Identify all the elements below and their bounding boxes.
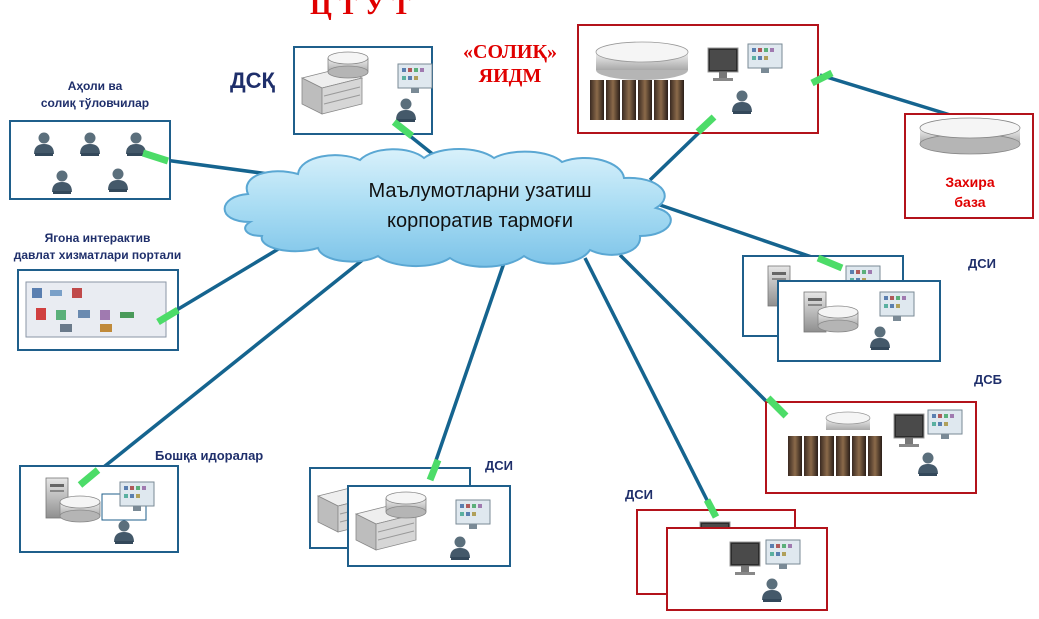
top-title-fragment: Ц Т У Т [310,0,411,21]
portal-label: Ягона интерактив давлат хизматлари порта… [0,230,195,264]
connector-dsi-bottom [703,498,720,519]
population-label-line2: солиқ тўловчилар [40,96,150,110]
connector-dsb [765,395,789,419]
portal-label-line2: давлат хизматлари портали [13,248,182,262]
other-orgs-label: Бошқа идоралар [155,448,264,463]
connector-dsk [391,119,415,139]
link-dsi-bottom [583,257,714,511]
dsk-node [293,46,433,135]
backup-label-line2: база [954,194,986,210]
connectors [77,69,844,519]
soliq-label-line1: «СОЛИҚ» [463,41,557,63]
network-cloud [223,148,672,268]
backup-label: Захира база [920,172,1020,212]
dsb-node [765,401,977,494]
connector-population [141,149,170,165]
backup-label-line1: Захира [945,174,995,190]
dsi-right-node [742,255,941,362]
dsi-bottom-node [636,509,828,611]
link-dsb [618,253,777,412]
dsk-label: ДСҚ [230,68,275,93]
connector-dsi-right [816,254,844,272]
soliq-label: «СОЛИҚ» ЯИДМ [450,40,570,88]
population-label-line1: Аҳоли ва [67,79,123,93]
dsi-bottom-label: ДСИ [625,487,653,502]
dsi-right-label: ДСИ [968,256,996,271]
population-label: Аҳоли ва солиқ тўловчилар [10,78,180,112]
cloud-label-line2: корпоратив тармоғи [386,210,573,232]
link-other-orgs [83,248,377,484]
link-backup [819,73,961,120]
connector-soliq [695,114,717,135]
portal-node [17,269,179,351]
dsi-center-label: ДСИ [485,458,513,473]
soliq-label-line2: ЯИДМ [478,65,542,87]
portal-label-line1: Ягона интерактив [44,231,151,245]
cloud-label-line1: Маълумотларни узатиш [368,180,592,202]
connector-other-orgs [77,467,101,488]
soliq-node [577,24,819,134]
connector-portal [156,306,180,326]
population-node [9,120,171,200]
other-orgs-node [19,465,179,553]
cloud-label: Маълумотларни узатиш корпоратив тармоғи [330,176,630,236]
dsb-label: ДСБ [974,372,1002,387]
connector-backup-out [810,69,834,87]
network-links [83,73,961,511]
backup-node [904,113,1034,219]
dsi-center-node [309,467,511,567]
link-dsi-center [430,259,507,473]
connector-dsi-center [426,458,442,482]
